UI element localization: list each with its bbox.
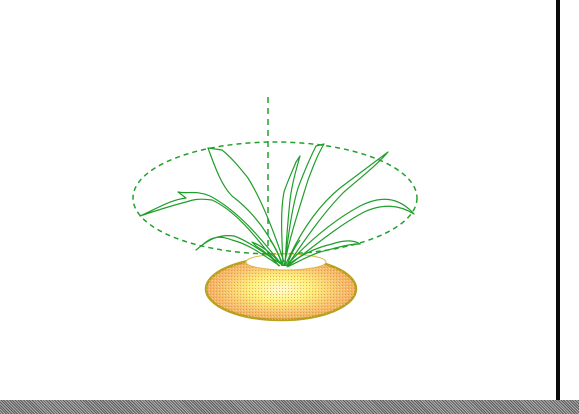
bottom-status-bar [0,400,579,414]
plant-illustration [0,0,556,400]
plant-icon [140,144,414,267]
window-right-margin [560,0,579,400]
drawing-canvas [0,0,556,400]
